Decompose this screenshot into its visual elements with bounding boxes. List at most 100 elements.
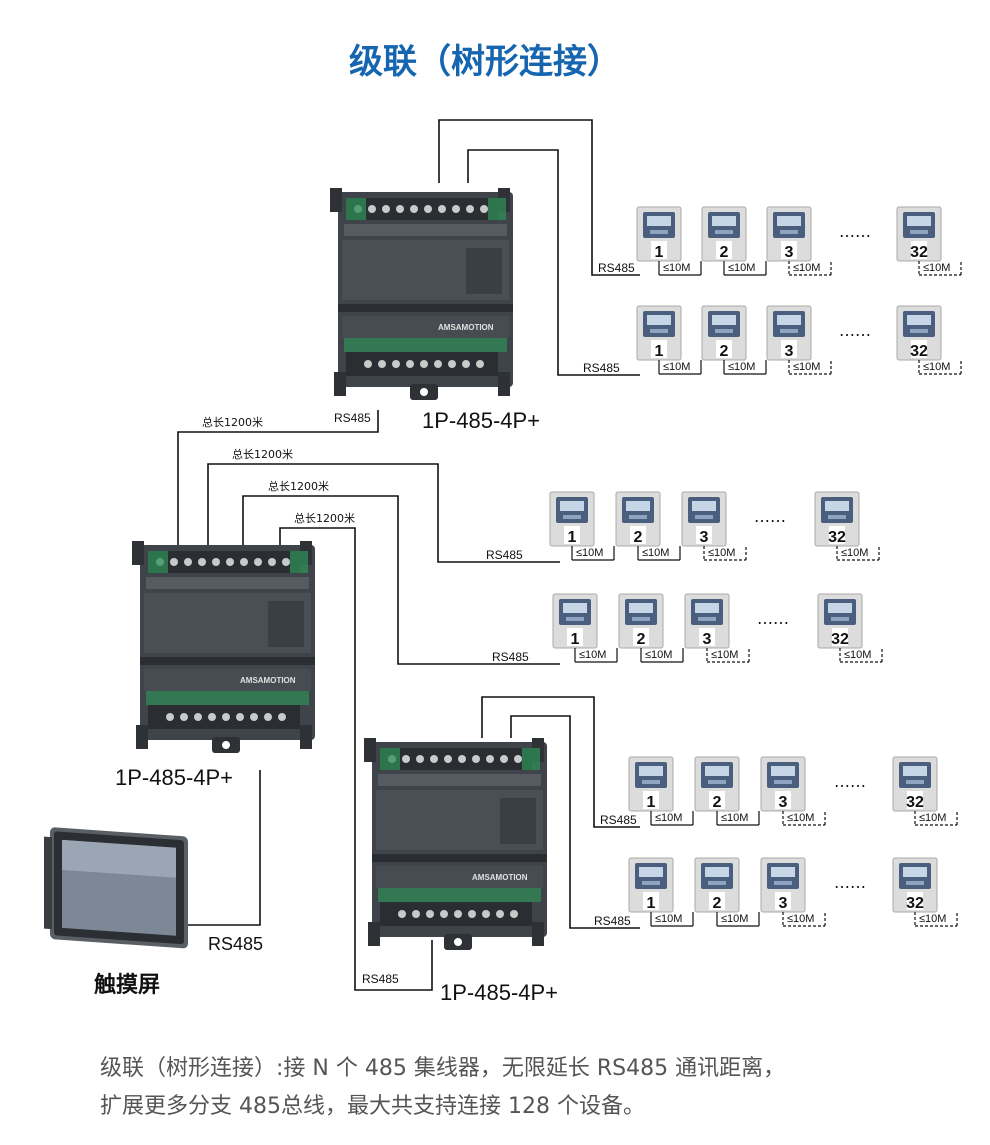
meter-device: 32 (896, 305, 942, 361)
segment-length-label: ≤10M (919, 913, 946, 925)
meter-number: 3 (779, 895, 788, 912)
segment-length-label: ≤10M (655, 913, 682, 925)
meter-number: 1 (647, 794, 656, 811)
meter-ellipsis: …… (839, 222, 871, 241)
meter-device: 1 (628, 857, 674, 913)
segment-length-label: ≤10M (841, 547, 868, 559)
meter-row: 1≤10M2≤10M3≤10M32≤10M…… (628, 756, 958, 826)
meter-number: 1 (647, 895, 656, 912)
meter-number: 2 (713, 794, 722, 811)
hub-top-label: 1P-485-4P+ (422, 408, 540, 433)
segment: ≤10M (703, 546, 747, 561)
length-label: 总长1200米 (268, 479, 329, 493)
hub-top-brand: AMSAMOTION (438, 323, 494, 332)
meter-number: 32 (910, 343, 928, 360)
segment-length-label: ≤10M (923, 262, 950, 274)
segment-length-label: ≤10M (663, 361, 690, 373)
meter-number: 1 (568, 529, 577, 546)
meter-row: 1≤10M2≤10M3≤10M32≤10M…… (628, 857, 958, 927)
meter-device: 32 (892, 756, 938, 812)
meter-device: 2 (701, 305, 747, 361)
meter-row: 1≤10M2≤10M3≤10M32≤10M…… (549, 491, 880, 561)
segment-length-label: ≤10M (919, 812, 946, 824)
segment: ≤10M (571, 546, 615, 561)
segment-length-label: ≤10M (579, 649, 606, 661)
meter-row: 1≤10M2≤10M3≤10M32≤10M…… (552, 593, 883, 663)
hub-mid-label: 1P-485-4P+ (115, 765, 233, 790)
segment-length-label: ≤10M (787, 913, 814, 925)
meter-row: 1≤10M2≤10M3≤10M32≤10M…… (636, 305, 962, 375)
diagram-title: 级联（树形连接） (349, 42, 621, 82)
hmi-touchscreen (44, 827, 188, 949)
meter-device: 1 (636, 305, 682, 361)
segment: ≤10M (640, 648, 684, 663)
bus-label: RS485 (598, 261, 635, 275)
segment: ≤10M (836, 546, 880, 561)
meter-device: 32 (817, 593, 863, 649)
meter-device: 32 (814, 491, 860, 547)
meter-device: 2 (615, 491, 661, 547)
meter-device: 1 (552, 593, 598, 649)
meter-number: 2 (637, 631, 646, 648)
segment: ≤10M (723, 261, 767, 276)
meter-device: 1 (628, 756, 674, 812)
segment: ≤10M (723, 360, 767, 375)
meter-device: 3 (760, 857, 806, 913)
meter-number: 2 (713, 895, 722, 912)
meter-ellipsis: …… (754, 507, 786, 526)
bus-label: RS485 (362, 972, 399, 986)
meter-number: 32 (906, 794, 924, 811)
segment-length-label: ≤10M (655, 812, 682, 824)
segment: ≤10M (918, 360, 962, 375)
meter-device: 3 (681, 491, 727, 547)
bus-label: RS485 (583, 361, 620, 375)
segment-length-label: ≤10M (721, 913, 748, 925)
meter-number: 2 (720, 244, 729, 261)
bus-label: RS485 (492, 650, 529, 664)
segment: ≤10M (650, 912, 694, 927)
caption: 级联（树形连接）:接 N 个 485 集线器，无限延长 RS485 通讯距离， … (100, 1050, 960, 1126)
segment: ≤10M (788, 261, 832, 276)
segment: ≤10M (650, 811, 694, 826)
meter-device: 2 (694, 756, 740, 812)
segment: ≤10M (788, 360, 832, 375)
segment-length-label: ≤10M (663, 262, 690, 274)
hub-mid-brand: AMSAMOTION (240, 676, 296, 685)
bus-label: RS485 (208, 934, 263, 954)
meter-number: 32 (831, 631, 849, 648)
segment-length-label: ≤10M (645, 649, 672, 661)
meter-device: 3 (684, 593, 730, 649)
segment-length-label: ≤10M (793, 361, 820, 373)
hmi-label: 触摸屏 (94, 972, 160, 998)
meter-number: 3 (779, 794, 788, 811)
segment: ≤10M (918, 261, 962, 276)
hub-bottom: AMSAMOTION (364, 738, 547, 950)
segment: ≤10M (782, 811, 826, 826)
meter-device: 3 (766, 305, 812, 361)
segment-length-label: ≤10M (728, 262, 755, 274)
segment-length-label: ≤10M (642, 547, 669, 559)
segment-length-label: ≤10M (711, 649, 738, 661)
segment: ≤10M (914, 912, 958, 927)
meter-number: 32 (906, 895, 924, 912)
hub-bottom-brand: AMSAMOTION (472, 873, 528, 882)
segment: ≤10M (914, 811, 958, 826)
segment-length-label: ≤10M (793, 262, 820, 274)
segment-length-label: ≤10M (708, 547, 735, 559)
length-label: 总长1200米 (294, 511, 355, 525)
segment: ≤10M (839, 648, 883, 663)
meter-number: 3 (785, 244, 794, 261)
bus-label: RS485 (600, 813, 637, 827)
hub-mid: AMSAMOTION (132, 541, 315, 753)
meter-device: 3 (766, 206, 812, 262)
meter-number: 32 (910, 244, 928, 261)
hub-top: AMSAMOTION (330, 188, 513, 400)
length-label: 总长1200米 (202, 415, 263, 429)
segment-length-label: ≤10M (923, 361, 950, 373)
segment-length-label: ≤10M (728, 361, 755, 373)
caption-line-2: 扩展更多分支 485总线，最大共支持连接 128 个设备。 (100, 1094, 645, 1119)
meter-device: 2 (694, 857, 740, 913)
segment-length-label: ≤10M (844, 649, 871, 661)
caption-line-1: 级联（树形连接）:接 N 个 485 集线器，无限延长 RS485 通讯距离， (100, 1056, 786, 1081)
